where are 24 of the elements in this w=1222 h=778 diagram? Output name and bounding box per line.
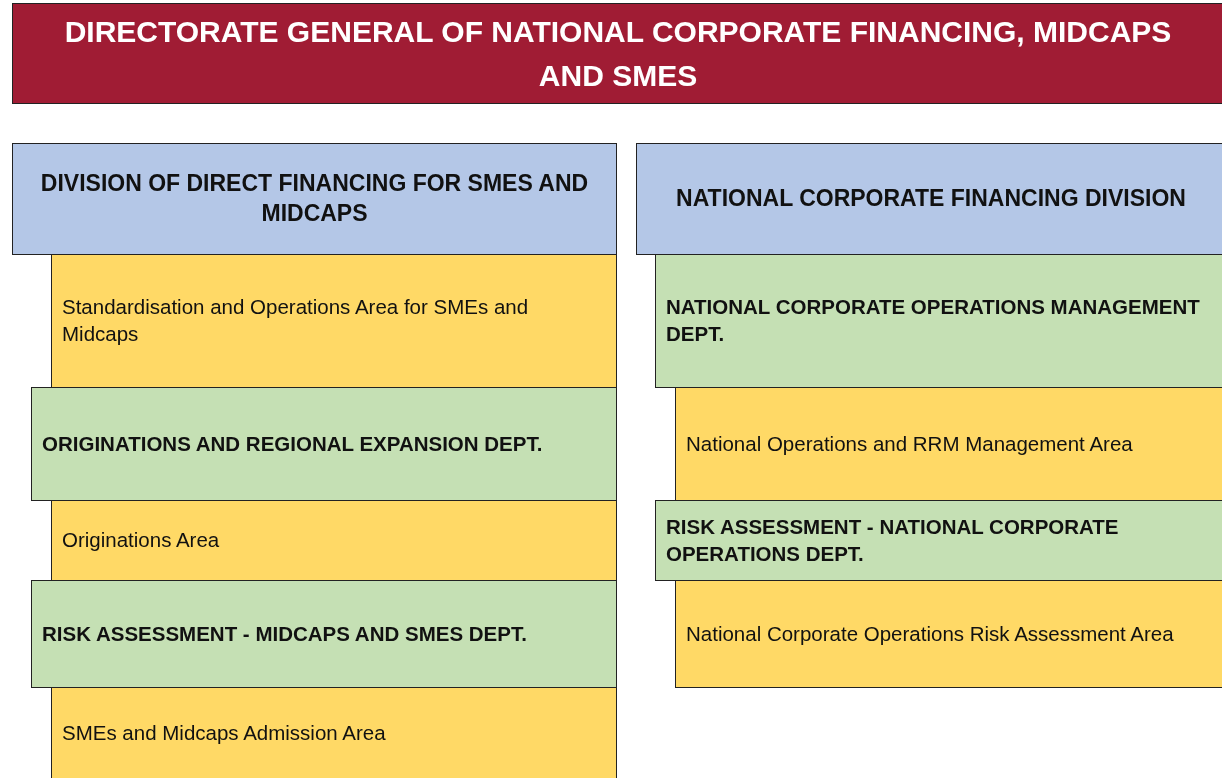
area-box — [51, 687, 617, 778]
department-name: RISK ASSESSMENT - MIDCAPS AND SMES DEPT. — [42, 620, 527, 647]
department-box — [655, 254, 1222, 388]
department-name: RISK ASSESSMENT - NATIONAL CORPORATE OPERATIONS DEPT. — [666, 513, 1120, 567]
department-box — [31, 387, 617, 501]
department-name: NATIONAL CORPORATE OPERATIONS MANAGEMENT DEPT. — [666, 294, 1201, 347]
division-box — [12, 143, 617, 255]
area-name: Standardisation and Operations Area for SMEs and Midcaps — [62, 294, 530, 347]
area-box — [51, 500, 617, 581]
area-box — [675, 387, 1222, 501]
department-box — [655, 500, 1222, 581]
division-box — [636, 143, 1222, 255]
area-name: National Operations and RRM Management Area — [686, 430, 1133, 457]
department-name: ORIGINATIONS AND REGIONAL EXPANSION DEPT. — [42, 430, 543, 457]
division-name: DIVISION OF DIRECT FINANCING FOR SMES AND MIDCAPS — [39, 169, 590, 228]
title-banner — [12, 3, 1222, 104]
area-name: SMEs and Midcaps Admission Area — [62, 719, 386, 746]
department-box — [31, 580, 617, 688]
area-box — [675, 580, 1222, 688]
area-box — [51, 254, 617, 388]
title-text: DIRECTORATE GENERAL OF NATIONAL CORPORATE FINANCING, MIDCAPS AND SMES — [63, 14, 1173, 94]
division-name: NATIONAL CORPORATE FINANCING DIVISION — [676, 184, 1186, 214]
area-name: Originations Area — [62, 527, 220, 554]
area-name: National Corporate Operations Risk Assessment Area — [686, 620, 1174, 647]
